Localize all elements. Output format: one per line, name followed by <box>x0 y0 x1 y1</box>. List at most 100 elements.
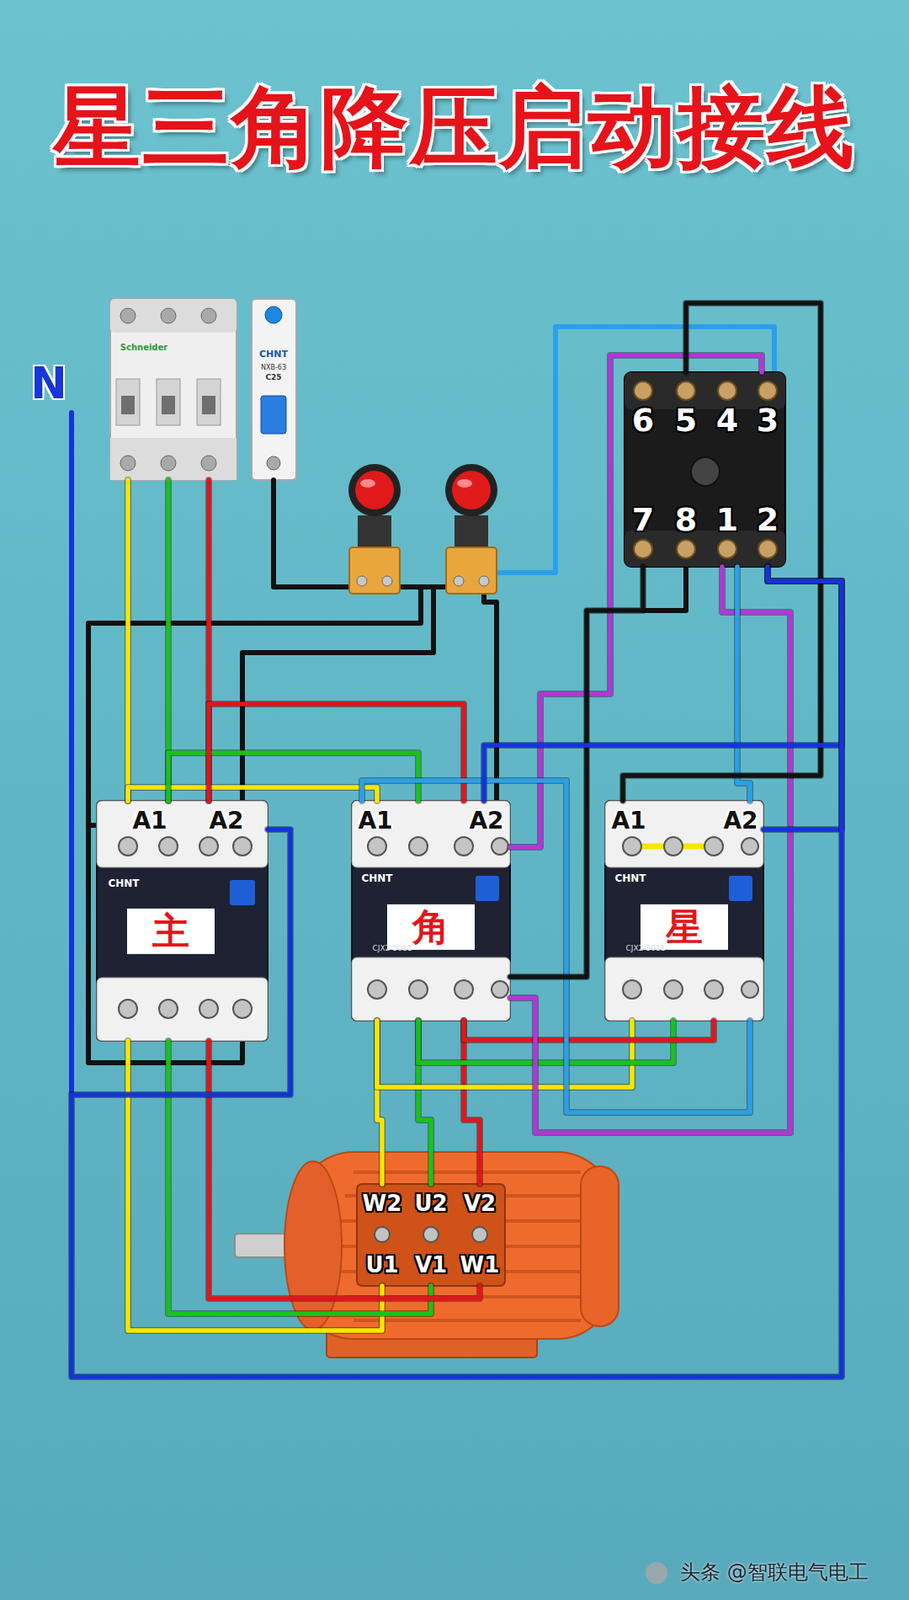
push-button-part <box>355 470 394 510</box>
push-button-part <box>457 478 473 488</box>
push-button-part <box>360 478 376 488</box>
wire <box>763 566 842 830</box>
contactor-illustration-part <box>96 977 268 1041</box>
push-button-part <box>451 470 491 510</box>
wire-shadow <box>208 703 464 801</box>
pin-number: 7 <box>632 503 654 537</box>
contactor-illustration-part <box>351 800 511 867</box>
model-text: CJX2-5011 <box>626 944 666 952</box>
pin-number: 5 <box>675 404 697 438</box>
contactor-illustration-part <box>605 800 764 1021</box>
pin-number: 1 <box>716 503 739 537</box>
breaker-illustration-part <box>160 308 176 324</box>
contactor-illustration-part <box>229 879 256 905</box>
terminal-screw-part <box>367 836 387 856</box>
relay-base-illustration-part <box>717 539 737 559</box>
breaker-illustration <box>110 298 237 480</box>
breaker-illustration-part <box>110 437 237 480</box>
pin-number: 8 <box>675 503 697 537</box>
breaker-illustration-part <box>161 395 176 415</box>
watermark-icon-part <box>645 1561 668 1584</box>
wire <box>510 566 644 977</box>
wire-shadow <box>463 1020 480 1184</box>
motor-illustration-part <box>374 1226 390 1242</box>
control-wire-part <box>643 566 686 611</box>
breaker-illustration-part <box>110 298 237 333</box>
wire-connector <box>208 703 464 801</box>
contactor-illustration <box>96 800 764 1041</box>
terminal-screw <box>118 836 759 1018</box>
rating-text: C25 <box>265 373 282 382</box>
wire-connector <box>463 1020 714 1040</box>
contactor-illustration-part <box>96 800 268 1041</box>
terminal-screw-part <box>118 836 138 856</box>
wire <box>737 566 750 801</box>
wire-connector <box>127 479 129 801</box>
push-button-part <box>348 463 401 516</box>
wire-shadow <box>361 780 750 1112</box>
terminal-screw-part <box>454 836 474 856</box>
breaker-illustration-part <box>116 378 140 426</box>
terminal-screw-part <box>704 979 723 999</box>
breaker-illustration-part <box>201 455 217 471</box>
breaker-illustration-part <box>120 455 136 471</box>
terminal-screw-part <box>367 979 387 999</box>
wire <box>125 479 131 801</box>
relay-base-illustration-part <box>758 539 777 559</box>
terminal-screw-part <box>664 836 683 856</box>
terminal-screw-part <box>491 837 509 855</box>
pin-number: 3 <box>756 404 779 438</box>
wire-connector <box>763 566 842 830</box>
relay-base-illustration-part <box>633 539 653 559</box>
wire <box>361 780 750 1112</box>
star-contactor: A1A2星CHNTCJX2-5011 <box>605 800 764 1021</box>
push-button <box>348 463 401 594</box>
motor-illustration-part <box>423 1226 439 1242</box>
relay-base-illustration-part <box>717 381 737 400</box>
terminal-screw-part <box>199 836 218 856</box>
wire-shadow <box>510 566 644 977</box>
relay-base-illustration-part <box>758 381 777 400</box>
terminal-screw-part <box>409 979 428 999</box>
terminal-screw-part <box>233 836 252 856</box>
terminal-label: U2 <box>414 1191 447 1215</box>
brand-text: CHNT <box>107 877 139 889</box>
motor-illustration-part <box>356 1183 505 1286</box>
terminal-screw-part <box>409 836 428 856</box>
breaker-illustration <box>251 298 297 480</box>
brand-text: Schneider <box>120 343 168 353</box>
breaker-1p: CHNTNXB-63C25 <box>251 298 297 480</box>
breaker-illustration-part <box>201 308 217 324</box>
wire <box>463 1020 714 1040</box>
push-button-part <box>349 547 400 594</box>
motor-illustration <box>234 1151 619 1357</box>
delta-contactor: A1A2角CHNTCJX2-5011 <box>351 800 511 1021</box>
breaker-illustration-part <box>260 395 287 434</box>
wire <box>463 1020 480 1184</box>
coil-terminal: A2 <box>722 808 758 833</box>
wire <box>208 703 464 801</box>
terminal-screw-part <box>741 837 759 855</box>
relay-base-illustration-part <box>676 381 696 400</box>
wire-shadow <box>763 566 842 830</box>
terminal-screw-part <box>741 980 759 998</box>
contactor-name: 主 <box>127 908 215 954</box>
terminal-screw-part <box>704 836 723 856</box>
wire-connector <box>463 1020 480 1184</box>
control-wire-part <box>69 412 75 1095</box>
terminal-screw-part <box>233 999 252 1018</box>
wire-shadow <box>483 566 842 801</box>
breaker-illustration-part <box>120 308 136 324</box>
wire-shadow <box>124 479 132 801</box>
terminal-screw-part <box>664 979 683 999</box>
pin-number: 2 <box>756 503 779 537</box>
time-relay: 65437812 <box>624 372 786 567</box>
brand-text: CHNT <box>259 349 288 360</box>
push-button-part <box>446 547 497 594</box>
coil-terminal: A2 <box>468 808 504 833</box>
push-button-part <box>454 515 489 549</box>
breaker-illustration-part <box>266 456 281 470</box>
terminal-screw-part <box>199 999 218 1018</box>
brand-text: CHNT <box>361 872 393 884</box>
